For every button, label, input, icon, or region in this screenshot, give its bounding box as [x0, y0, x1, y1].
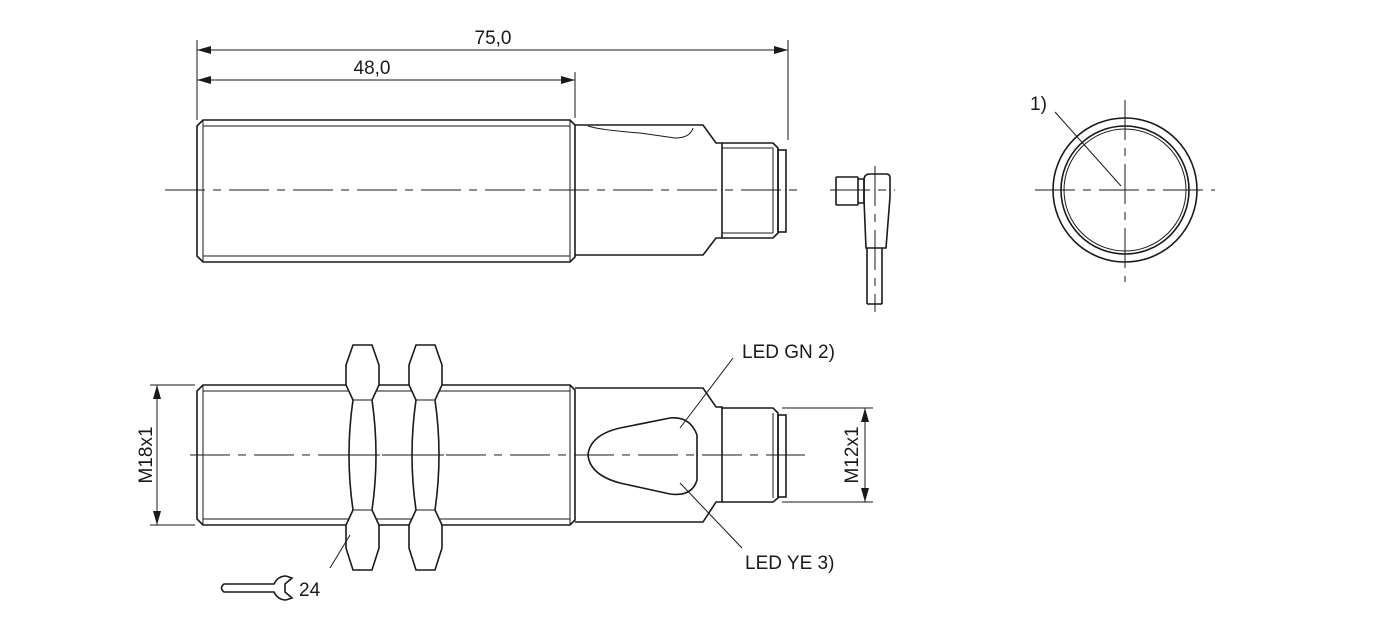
led-window — [587, 417, 698, 496]
wrench-icon — [220, 575, 294, 601]
dimension-body-thread: M18x1 — [136, 384, 195, 526]
overall-length-label: 75,0 — [475, 28, 512, 49]
sensor-side-view-bottom — [190, 344, 805, 571]
dimension-thread-length: 48,0 — [197, 58, 576, 118]
lock-nut-1 — [345, 344, 380, 571]
led-green-label: LED GN 2) — [742, 342, 835, 363]
body-thread-label: M18x1 — [136, 426, 157, 483]
dimension-connector-thread: M12x1 — [782, 407, 873, 503]
lock-nut-2 — [408, 344, 443, 571]
dimension-overall-length: 75,0 — [196, 28, 789, 140]
led-yellow-label: LED YE 3) — [745, 553, 834, 574]
thread-length-label: 48,0 — [354, 58, 391, 79]
sensor-front-view: 1) — [1030, 94, 1215, 282]
connector-thread-label: M12x1 — [842, 426, 863, 483]
note-1-label: 1) — [1030, 94, 1047, 115]
wrench-size-label: 24 — [299, 580, 321, 601]
sensor-side-view-top — [165, 119, 805, 263]
angled-connector-plug — [830, 166, 895, 312]
wrench-size: 24 — [220, 534, 351, 601]
led-callouts: LED GN 2) LED YE 3) — [679, 342, 835, 574]
